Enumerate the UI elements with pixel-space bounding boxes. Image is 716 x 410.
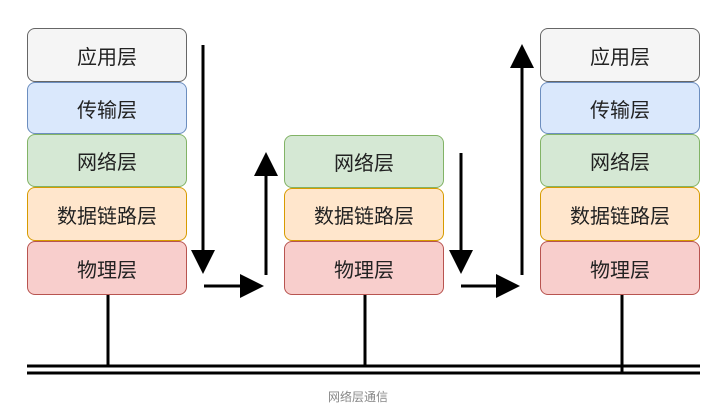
right-physical-layer: 物理层 xyxy=(540,241,700,295)
left-network-layer: 网络层 xyxy=(27,134,187,187)
left-application-layer: 应用层 xyxy=(27,28,187,82)
middle-physical-layer: 物理层 xyxy=(284,241,444,295)
right-transport-layer: 传输层 xyxy=(540,82,700,134)
right-datalink-layer: 数据链路层 xyxy=(540,187,700,241)
middle-datalink-layer: 数据链路层 xyxy=(284,188,444,241)
right-network-layer: 网络层 xyxy=(540,134,700,187)
right-application-layer: 应用层 xyxy=(540,28,700,82)
left-transport-layer: 传输层 xyxy=(27,82,187,134)
left-datalink-layer: 数据链路层 xyxy=(27,187,187,241)
left-physical-layer: 物理层 xyxy=(27,241,187,295)
middle-network-layer: 网络层 xyxy=(284,135,444,188)
figure-caption: 网络层通信 xyxy=(327,390,388,404)
